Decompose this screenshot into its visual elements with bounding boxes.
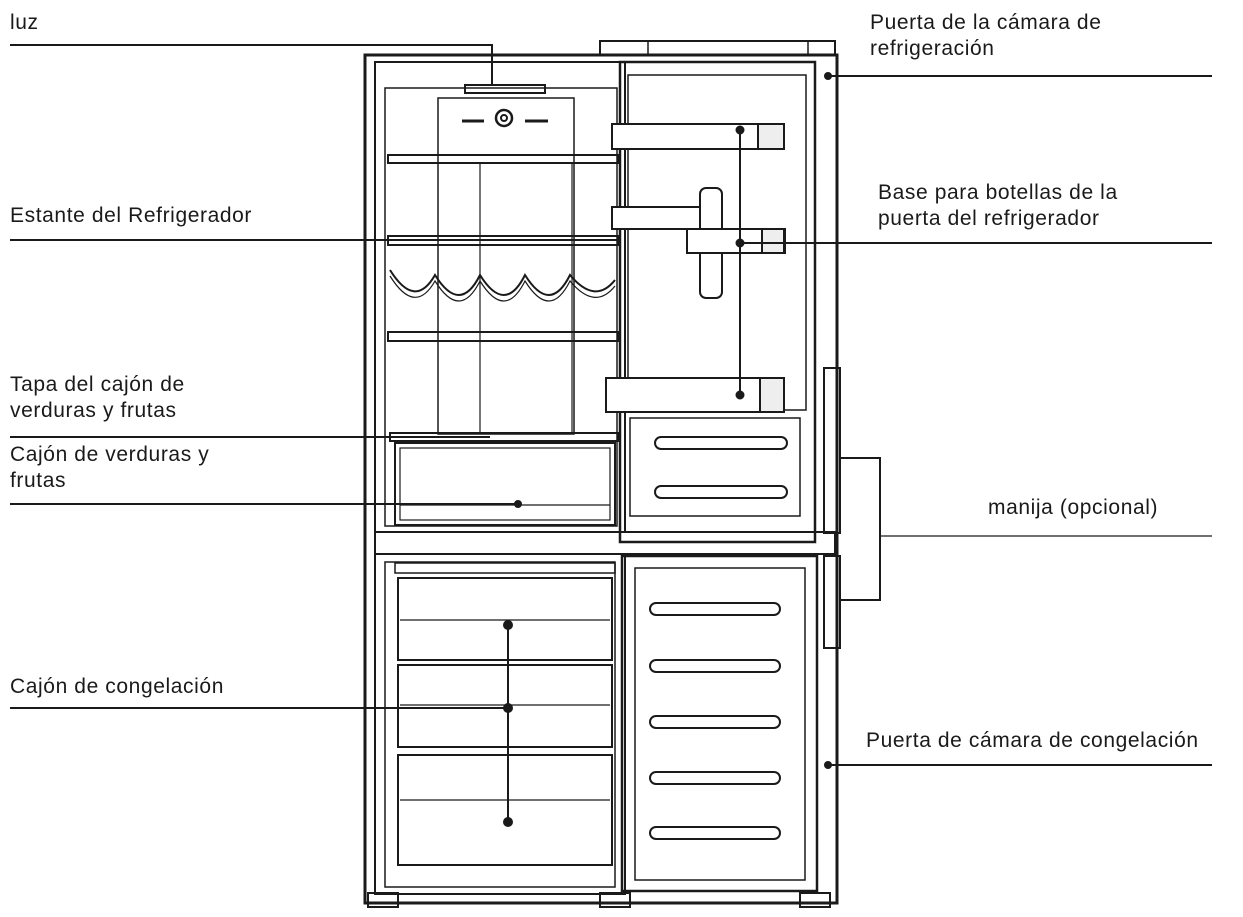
freezer-drawer-1 [397,577,613,661]
freezer-cavity [374,553,626,895]
wine-rack [389,269,616,296]
label-crisper-lid-line-1: Tapa del cajón de [10,373,185,396]
label-door-fridge-line-1: Puerta de la cámara de [870,11,1102,34]
label-door-fridge: Puerta de la cámara de refrigeración [870,10,1102,62]
label-door-fridge-line-2: refrigeración [870,37,995,60]
fridge-cavity [374,61,626,533]
label-shelf: Estante del Refrigerador [10,203,252,229]
label-crisper-lid-line-2: verduras y frutas [10,399,177,422]
label-shelf-line-1: Estante del Refrigerador [10,204,253,227]
label-crisper-line-2: frutas [10,469,67,492]
label-bottle-base-line-2: puerta del refrigerador [878,207,1100,230]
label-handle: manija (opcional) [988,495,1158,521]
door-bin-3 [605,377,785,413]
label-crisper: Cajón de verduras y frutas [10,442,209,494]
handle-lower [823,555,841,649]
fridge-door [618,60,817,544]
handle-upper [823,367,841,534]
label-door-freezer: Puerta de cámara de congelación [866,728,1199,754]
label-handle-line-1: manija (opcional) [988,496,1159,519]
back-panel [437,97,575,435]
label-bottle-base-line-1: Base para botellas de la [878,181,1118,204]
fridge-door-lower [629,417,801,517]
top-cover [599,40,836,56]
label-luz-line-1: luz [10,11,39,34]
control-knob [494,108,514,128]
label-freezer-drawer: Cajón de congelación [10,674,224,700]
shelf-1 [387,154,619,164]
light [464,84,546,94]
label-crisper-lid: Tapa del cajón de verduras y frutas [10,372,185,424]
cabinet-body [363,53,839,905]
label-bottle-base: Base para botellas de la puerta del refr… [878,180,1118,232]
leader-luz [10,44,493,85]
shelf-3 [387,331,619,342]
door-bin-1 [611,123,785,150]
label-luz: luz [10,10,39,36]
label-crisper-line-1: Cajón de verduras y [10,443,210,466]
crisper-drawer [394,442,616,526]
leader-handle [840,457,881,601]
freezer-drawer-2 [397,664,613,748]
freezer-drawer-3 [397,754,613,866]
label-door-freezer-line-1: Puerta de cámara de congelación [866,729,1199,752]
freezer-door [620,554,819,893]
door-bin-2 [611,206,708,230]
label-freezer-drawer-line-1: Cajón de congelación [10,675,224,698]
